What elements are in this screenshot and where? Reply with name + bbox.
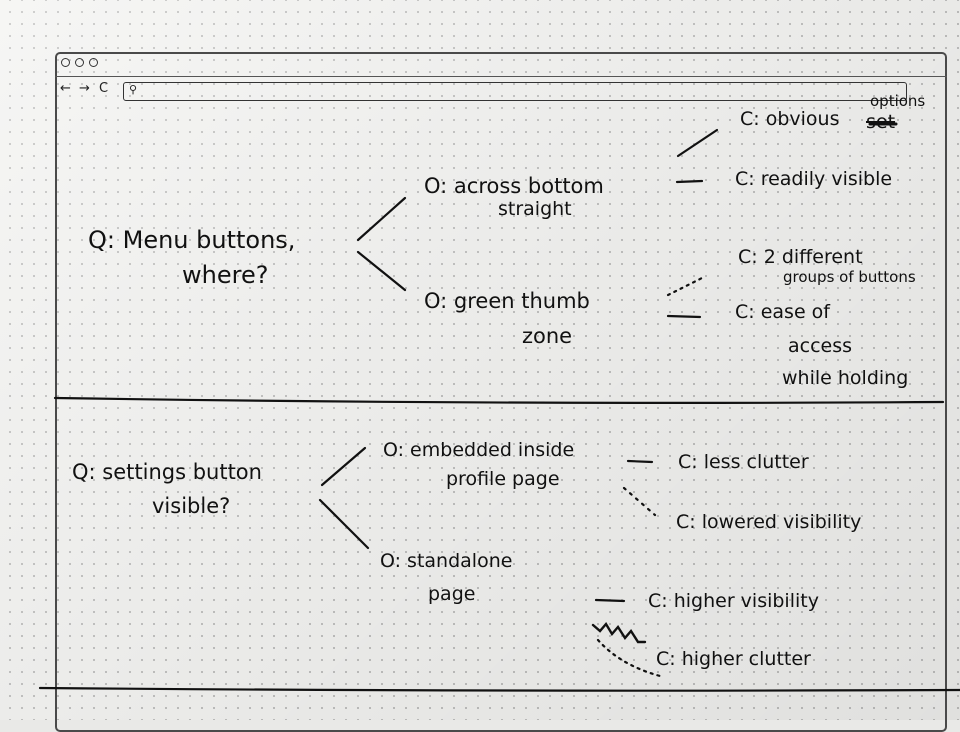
criteria-ease-access-cont: access [788,335,853,357]
section-divider-line [53,396,945,404]
connector-line [626,459,654,464]
window-control-icon [89,58,98,67]
connector-line [676,128,719,158]
criteria-ease-access: C: ease of [735,301,830,323]
criteria-two-groups-cont: groups of buttons [783,268,916,286]
option-green-thumb: O: green thumb [424,289,590,313]
window-control-icon [61,58,70,67]
connector-line [356,196,407,242]
back-arrow-icon: ← [60,81,71,96]
option-across-bottom-cont: straight [498,198,572,220]
dotted-connector-line [666,276,704,297]
connector-line [594,598,626,603]
toolbar-divider [55,76,947,77]
criteria-obvious: C: obvious [740,108,840,130]
criteria-higher-clutter: C: higher clutter [656,648,811,670]
connector-line [320,446,367,487]
connector-line [675,179,704,184]
scribbled-connector [591,621,647,644]
criteria-two-groups: C: 2 different [738,246,863,268]
criteria-obvious-struck: set [866,111,896,133]
question-settings-button-cont: visible? [152,494,231,518]
question-menu-buttons: Q: Menu buttons, [88,226,296,254]
option-standalone: O: standalone [380,550,513,572]
connector-line [318,498,370,550]
option-across-bottom: O: across bottom [424,174,604,198]
criteria-ease-access-cont2: while holding [782,367,909,389]
dotted-connector-line [596,638,662,678]
window-control-icon [75,58,84,67]
reload-icon: C [99,81,109,96]
connector-line [666,314,702,319]
option-embedded-profile-cont: profile page [446,468,560,490]
option-green-thumb-cont: zone [522,324,573,348]
search-icon: ⚲ [129,83,138,96]
dotted-connector-line [622,486,657,517]
option-standalone-cont: page [428,583,476,605]
criteria-readily-visible: C: readily visible [735,168,893,190]
question-settings-button: Q: settings button [72,460,262,484]
url-bar-sketch: ⚲ [123,82,907,101]
connector-line [356,250,407,292]
option-embedded-profile: O: embedded inside [383,439,575,461]
question-menu-buttons-cont: where? [182,261,269,289]
criteria-obvious-correction: options [870,92,926,110]
criteria-higher-visibility: C: higher visibility [648,590,819,612]
forward-arrow-icon: → [79,81,90,96]
criteria-less-clutter: C: less clutter [678,451,809,473]
section-divider-line [38,686,960,692]
criteria-lowered-visibility: C: lowered visibility [676,511,862,533]
